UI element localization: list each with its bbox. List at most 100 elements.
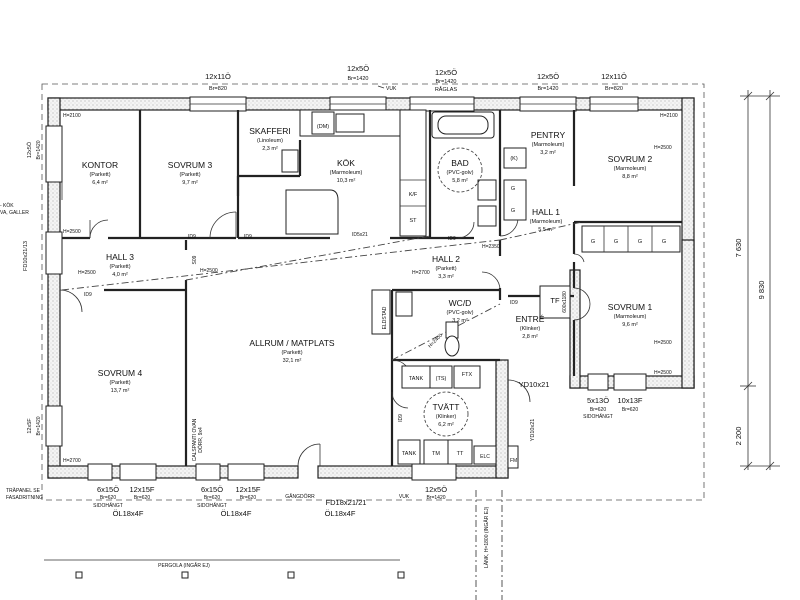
window-br: Br=620 — [134, 495, 150, 501]
height-label: H=2500 — [654, 145, 672, 151]
room-name: SOVRUM 2 — [608, 154, 653, 164]
room-name: HALL 3 — [106, 252, 134, 262]
room-name: PENTRY — [531, 130, 566, 140]
room-area: 9,7 m² — [182, 180, 198, 186]
gangdorr-note: GÅNGDÖRR — [285, 493, 315, 500]
room-name: HALL 1 — [532, 207, 560, 217]
room-material: (Klinker) — [436, 414, 457, 420]
room-area: 6,4 m² — [92, 180, 108, 186]
room-area: 6,2 m² — [438, 422, 454, 428]
tm-label: TM — [432, 451, 440, 457]
room-area: 4,0 m² — [112, 272, 128, 278]
ol-note: ÖL18x4F — [113, 509, 144, 518]
height-label: H=2100 — [660, 113, 678, 119]
room-material: (Parkett) — [435, 266, 456, 272]
room-name: HALL 2 — [432, 254, 460, 264]
sidohangt-note: SIDOHÄNGT — [197, 502, 227, 509]
room-material: (Linoleum) — [257, 138, 283, 144]
g-label: G — [511, 186, 515, 192]
vuk-note: VUK — [386, 86, 397, 92]
left-notes: 12x5Ö Br=1420 12x5F Br=1420 FD10x21/13 -… — [0, 125, 63, 447]
height-label: H=2100 — [63, 113, 81, 119]
height-label: H=2500 — [63, 229, 81, 235]
left-window-br: Br=1420 — [36, 416, 42, 435]
room-area: 9,6 m² — [622, 322, 638, 328]
g-label: G — [662, 239, 666, 245]
room-area: 2,8 m² — [522, 334, 538, 340]
window-code: 12x5Ö — [347, 64, 369, 73]
room-material: (Marmoleum) — [532, 142, 565, 148]
room-material: (PVC-golv) — [447, 310, 474, 316]
g-label: G — [614, 239, 618, 245]
room-area: 13,7 m² — [111, 388, 130, 394]
room-material: (PVC-golv) — [447, 170, 474, 176]
g-label: G — [638, 239, 642, 245]
g-label: G — [511, 208, 515, 214]
room-name: TVÄTT — [433, 402, 460, 412]
window-code: 5x13Ö — [587, 396, 609, 405]
room-material: (Marmoleum) — [614, 166, 647, 172]
k-label: (K) — [510, 156, 518, 162]
window-br: Br=1420 — [538, 86, 559, 92]
window-br: Br=620 — [204, 495, 220, 501]
id-label: ID9 — [244, 234, 252, 240]
window-code: 12x5Ö — [435, 68, 457, 77]
fm-label: FM — [510, 458, 517, 464]
height-label: H=2350 — [482, 244, 500, 250]
height-label: H=2500 — [200, 268, 218, 274]
window-code: 12x15F — [129, 485, 154, 494]
sidohangt-note: SIDOHÄNGT — [93, 502, 123, 509]
room-name: KONTOR — [82, 160, 118, 170]
tank-label-2: TANK — [402, 451, 417, 457]
window-br: Br=620 — [622, 407, 638, 413]
elc-label: ELC — [480, 454, 490, 460]
height-label: H=2500 — [654, 340, 672, 346]
fd-note: FD18x21/21 — [326, 498, 367, 507]
id-label: ID9 — [448, 236, 456, 242]
ol-note: ÖL18x4F — [325, 509, 356, 518]
id-label: ID5x21 — [352, 232, 368, 238]
window-br: Br=620 — [240, 495, 256, 501]
room-name: ALLRUM / MATPLATS — [249, 338, 335, 348]
facade-outline — [41, 83, 705, 501]
top-window-labels: 12x11Ö Br=820 12x5Ö Br=1420 12x5Ö Br=142… — [205, 64, 627, 93]
window-br: Br=620 — [100, 495, 116, 501]
left-window-code: 12x5F — [27, 418, 33, 434]
ts-label: (TS) — [436, 376, 447, 382]
room-material: (Marmoleum) — [330, 170, 363, 176]
left-window-code: 12x5Ö — [26, 141, 33, 158]
interior-walls — [60, 110, 682, 466]
height-label: H=2400 — [427, 333, 444, 350]
sidohangt-note: SIDOHÄNGT — [583, 413, 613, 420]
ftx-label: FTX — [462, 372, 473, 378]
room-name: SOVRUM 1 — [608, 302, 653, 312]
tf-label: TF — [550, 296, 560, 305]
calspanti-label: CALSPANTI OVAN — [192, 418, 198, 461]
raglas-note: RÅGLAS — [435, 86, 458, 93]
yd-note: YD10x21 — [530, 419, 536, 442]
eldstad-label: ELDSTAD — [382, 306, 388, 329]
id-label: ID9 — [84, 292, 92, 298]
id-label: ID9 — [510, 300, 518, 306]
window-br: Br=1420 — [436, 79, 457, 85]
room-material: (Parkett) — [109, 264, 130, 270]
window-br: Br=1420 — [348, 76, 369, 82]
dimension-upper: 7 630 — [734, 239, 743, 258]
height-label: H=2500 — [78, 270, 96, 276]
height-labels: H=2100 H=2100 H=2500 H=2500 H=2500 H=250… — [63, 113, 678, 464]
room-area: 3,2 m² — [452, 318, 468, 324]
window-code: 6x15Ö — [201, 485, 223, 494]
window-br: Br=1420 — [426, 495, 445, 501]
room-name: ENTRÉ — [516, 314, 545, 324]
kok-note: - KÖK — [0, 202, 14, 209]
height-label: H=2700 — [412, 270, 430, 276]
room-name: SKAFFERI — [249, 126, 291, 136]
room-area: 3,3 m² — [438, 274, 454, 280]
height-label: H=2500 — [654, 370, 672, 376]
s09-label: S09 — [192, 255, 198, 264]
room-name: WC/D — [449, 298, 472, 308]
exterior-walls — [47, 97, 695, 479]
room-labels: KONTOR (Parkett) 6,4 m² SOVRUM 3 (Parket… — [82, 126, 653, 428]
bottom-windows — [87, 463, 457, 481]
